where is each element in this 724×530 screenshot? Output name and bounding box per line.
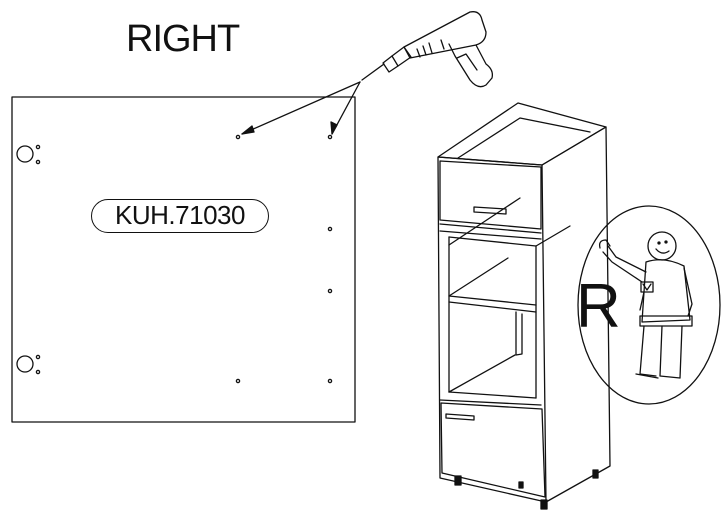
side-panel <box>12 97 355 422</box>
top-drawer-handle <box>474 207 506 214</box>
cam-hole-top <box>17 146 33 162</box>
pilot-hole <box>328 227 331 230</box>
drill-icon <box>362 12 492 87</box>
panel-part-code: KUH.71030 <box>91 199 269 233</box>
pilot-hole <box>236 135 239 138</box>
tall-cabinet-illustration <box>438 103 610 509</box>
pilot-hole <box>328 289 331 292</box>
pilot-hole <box>328 135 331 138</box>
assembler-person-icon <box>578 206 720 404</box>
pilot-hole <box>236 379 239 382</box>
pilot-hole <box>328 379 331 382</box>
panel-orientation-title: RIGHT <box>126 18 240 60</box>
cam-hole-bottom <box>17 356 33 372</box>
side-marker-letter: R <box>576 272 621 341</box>
bottom-door-handle <box>446 414 474 420</box>
drill-arrows <box>242 82 360 134</box>
